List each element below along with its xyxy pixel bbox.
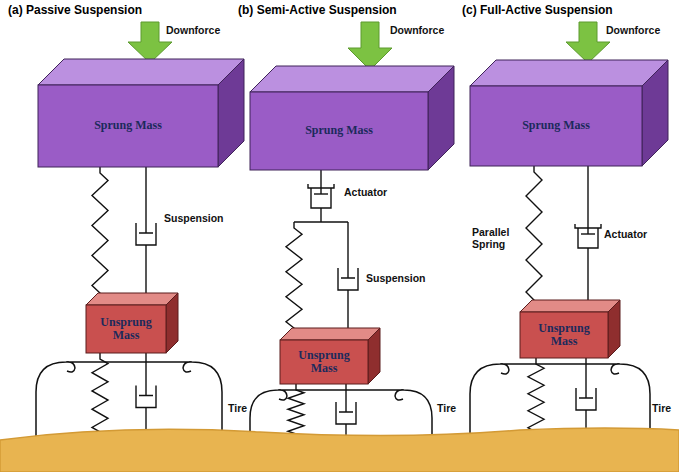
box-top-face <box>86 293 178 305</box>
unsprung-mass-box: Unsprung Mass <box>86 305 166 353</box>
box-side-face <box>368 328 380 384</box>
box-front-face <box>280 340 368 384</box>
box-top-face <box>250 66 454 92</box>
suspension-connector <box>526 166 601 306</box>
sprung-mass-box: Sprung Mass <box>470 86 642 166</box>
actuator-piston <box>581 233 595 234</box>
force-label: Downforce <box>166 24 220 36</box>
linkage-bar <box>294 221 348 222</box>
mass-label: Unsprung Mass <box>91 314 161 344</box>
damper-cylinder <box>136 386 156 408</box>
coil-spring <box>528 358 544 438</box>
downforce-arrow <box>128 22 172 63</box>
box-front-face <box>38 85 218 167</box>
damper-cylinder <box>576 388 596 410</box>
suspension-connector <box>92 167 156 299</box>
actuator-rod <box>587 166 588 234</box>
actuator-rod <box>587 248 588 306</box>
damper-rod <box>579 358 593 398</box>
box-side-face <box>642 60 668 166</box>
box-side-face <box>608 300 620 358</box>
damper-rod <box>145 245 146 299</box>
coil-spring <box>92 167 108 299</box>
unsprung-mass-box: Unsprung Mass <box>520 312 608 358</box>
actuator-cylinder <box>311 188 331 208</box>
box-top-face <box>38 59 244 85</box>
actuator-cap <box>575 224 601 228</box>
actuator-rod <box>320 170 321 194</box>
box-top-face <box>520 300 620 312</box>
box-front-face <box>470 86 642 166</box>
part-label: Actuator <box>344 186 387 198</box>
part-label: Parallel Spring <box>472 226 522 250</box>
box-front-face <box>520 312 608 358</box>
box-top-face <box>470 60 668 86</box>
damper-cylinder <box>336 402 356 424</box>
box-faces <box>250 66 456 172</box>
damper-rod <box>341 222 355 278</box>
mass-label: Sprung Mass <box>92 117 164 134</box>
downforce-arrow <box>348 22 392 70</box>
box-front-face <box>86 305 166 353</box>
actuator-rod <box>320 208 321 222</box>
force-label: Downforce <box>390 24 444 36</box>
actuator-cap <box>308 184 334 188</box>
damper-cylinder <box>338 268 358 290</box>
box-side-face <box>428 66 454 170</box>
actuator-piston <box>314 193 328 194</box>
road-ground <box>0 428 679 472</box>
damper-rod <box>139 167 153 233</box>
force-label: Downforce <box>606 24 660 36</box>
sprung-mass-box: Sprung Mass <box>38 85 218 167</box>
damper-cylinder <box>136 223 156 245</box>
box-faces <box>470 60 670 168</box>
coil-spring <box>526 166 542 306</box>
part-label: Tire <box>437 402 456 414</box>
box-side-face <box>166 293 178 353</box>
panel-title: (c) Full-Active Suspension <box>462 4 613 18</box>
damper-rod <box>339 384 353 412</box>
damper-rod <box>347 290 348 334</box>
box-top-face <box>280 328 380 340</box>
sprung-mass-box: Sprung Mass <box>250 92 428 170</box>
panel-title: (b) Semi-Active Suspension <box>238 4 397 18</box>
part-label: Tire <box>652 402 671 414</box>
part-label: Suspension <box>164 212 224 224</box>
mass-label: Sprung Mass <box>303 122 375 139</box>
mass-label: Unsprung Mass <box>285 347 363 377</box>
panel-title: (a) Passive Suspension <box>8 4 142 18</box>
box-side-face <box>218 59 244 167</box>
unsprung-mass-box: Unsprung Mass <box>280 340 368 384</box>
mass-label: Unsprung Mass <box>525 320 603 350</box>
box-front-face <box>250 92 428 170</box>
damper-rod <box>139 353 153 396</box>
downforce-arrow <box>566 22 610 63</box>
part-label: Tire <box>228 402 247 414</box>
coil-spring <box>288 384 304 440</box>
part-label: Actuator <box>604 228 647 240</box>
mass-label: Sprung Mass <box>520 117 592 134</box>
coil-spring <box>92 353 108 438</box>
actuator-cylinder <box>578 228 598 248</box>
part-label: Suspension <box>366 272 426 284</box>
coil-spring <box>286 222 302 334</box>
box-faces <box>38 59 246 169</box>
